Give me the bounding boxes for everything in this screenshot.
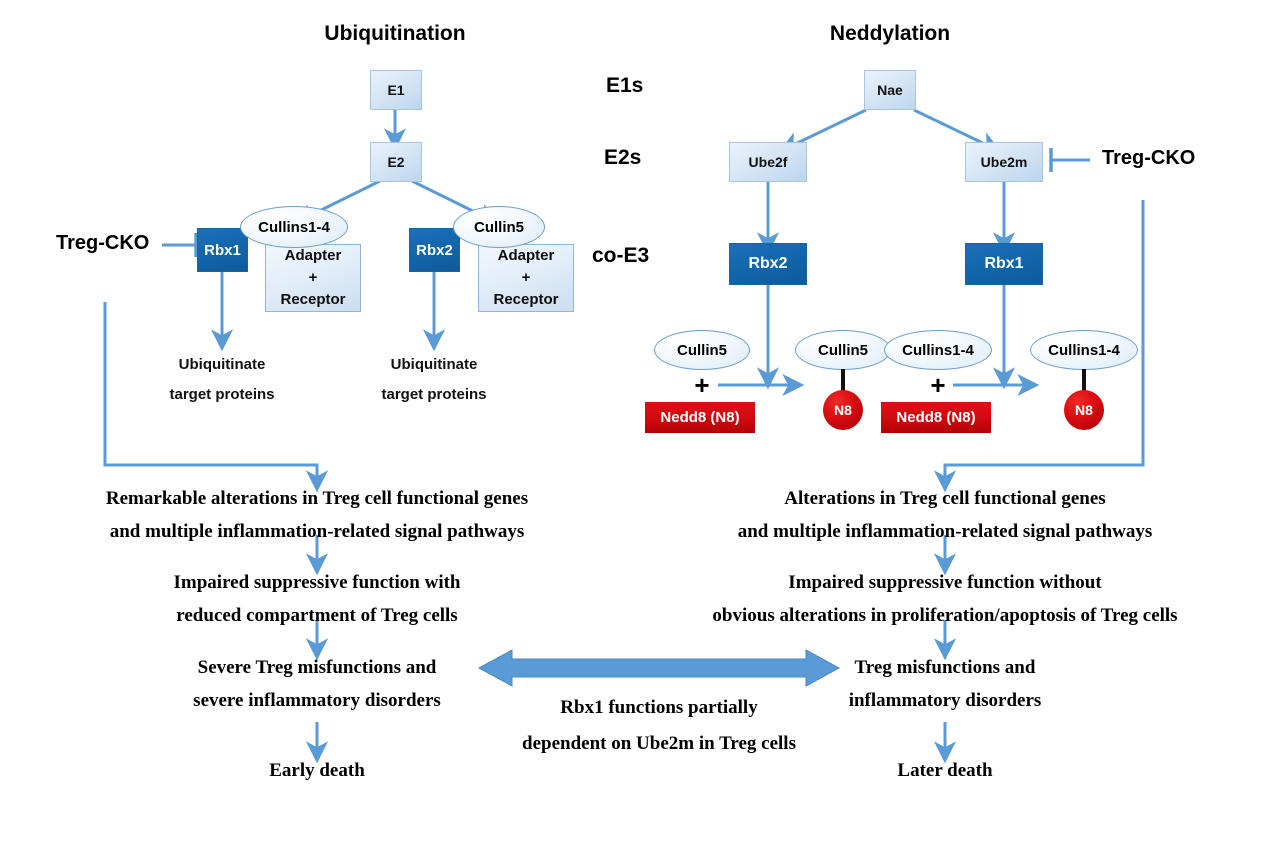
adapter-receptor-box-left[interactable]: Adapter + Receptor bbox=[265, 244, 361, 312]
node-rbx1-neddylation-label: Rbx1 bbox=[984, 255, 1024, 272]
ellipse-cullins1-4-ubiquitination[interactable]: Cullins1-4 bbox=[240, 206, 348, 248]
node-ube2m[interactable]: Ube2m bbox=[965, 142, 1043, 182]
outcome-right-step2: Impaired suppressive function without ob… bbox=[645, 566, 1245, 633]
center-link-caption-line1: Rbx1 functions partially bbox=[560, 697, 758, 718]
nedd8-box-left[interactable]: Nedd8 (N8) bbox=[645, 402, 755, 433]
n8-circle-left-label: N8 bbox=[834, 402, 852, 418]
outcome-right-step3-line1: Treg misfunctions and bbox=[854, 657, 1036, 678]
receptor-label-left: Receptor bbox=[280, 290, 346, 308]
receptor-label-right: Receptor bbox=[493, 290, 559, 308]
title-neddylation: Neddylation bbox=[829, 22, 951, 45]
node-e1-label: E1 bbox=[387, 82, 405, 98]
outcome-right-step1-line1: Alterations in Treg cell functional gene… bbox=[784, 488, 1106, 509]
adapter-label-right: Adapter bbox=[497, 247, 555, 265]
ellipse-cullins1-4-product[interactable]: Cullins1-4 bbox=[1030, 330, 1138, 370]
outcome-left-step1: Remarkable alterations in Treg cell func… bbox=[67, 482, 567, 549]
node-rbx2-label: Rbx2 bbox=[416, 241, 453, 259]
outcome-left-step1-line1: Remarkable alterations in Treg cell func… bbox=[105, 488, 529, 509]
ellipse-cullin5-ubiquitination[interactable]: Cullin5 bbox=[453, 206, 545, 248]
caption-ubiquitinate-right-line2: target proteins bbox=[381, 386, 487, 403]
caption-ubiquitinate-left-line1: Ubiquitinate bbox=[178, 356, 266, 373]
conjugation-stick-right bbox=[1082, 369, 1086, 394]
node-e1[interactable]: E1 bbox=[370, 70, 422, 110]
node-rbx1-ubiquitination[interactable]: Rbx1 bbox=[197, 228, 248, 272]
treg-cko-label-left: Treg-CKO bbox=[56, 232, 150, 254]
node-ube2f[interactable]: Ube2f bbox=[729, 142, 807, 182]
outcome-left-step2-line1: Impaired suppressive function with bbox=[173, 572, 461, 593]
outcome-left-step2-line2: reduced compartment of Treg cells bbox=[176, 605, 458, 627]
caption-ubiquitinate-right-line1: Ubiquitinate bbox=[390, 356, 478, 373]
node-nae[interactable]: Nae bbox=[864, 70, 916, 110]
node-ube2m-label: Ube2m bbox=[980, 154, 1028, 170]
center-link-caption: Rbx1 functions partially dependent on Ub… bbox=[459, 690, 859, 762]
ellipse-cullin5-substrate[interactable]: Cullin5 bbox=[654, 330, 750, 370]
adapter-receptor-box-right[interactable]: Adapter + Receptor bbox=[478, 244, 574, 312]
ellipse-cullins1-4-label: Cullins1-4 bbox=[258, 218, 330, 236]
outcome-right-step2-line2: obvious alterations in proliferation/apo… bbox=[712, 605, 1178, 627]
caption-ubiquitinate-right: Ubiquitinate target proteins bbox=[334, 350, 534, 410]
n8-circle-right-label: N8 bbox=[1075, 402, 1093, 418]
nedd8-box-right-label: Nedd8 (N8) bbox=[896, 409, 976, 426]
node-rbx2-ubiquitination[interactable]: Rbx2 bbox=[409, 228, 460, 272]
node-rbx1-neddylation[interactable]: Rbx1 bbox=[965, 243, 1043, 285]
outcome-right-step4: Later death bbox=[897, 760, 993, 781]
outcome-right-step1-line2: and multiple inflammation-related signal… bbox=[737, 521, 1153, 543]
nedd8-box-left-label: Nedd8 (N8) bbox=[660, 409, 740, 426]
outcome-left-step3-line2: severe inflammatory disorders bbox=[193, 690, 441, 712]
outcome-left-step2: Impaired suppressive function with reduc… bbox=[67, 566, 567, 633]
adapter-label-left: Adapter bbox=[284, 247, 342, 265]
ellipse-cullin5-product-label: Cullin5 bbox=[817, 341, 868, 359]
conjugation-stick-left bbox=[841, 369, 845, 394]
plus-sign-left: + bbox=[694, 370, 710, 400]
node-e2[interactable]: E2 bbox=[370, 142, 422, 182]
ellipse-cullins1-4-product-label: Cullins1-4 bbox=[1048, 341, 1120, 359]
outcome-left-step3-line1: Severe Treg misfunctions and bbox=[197, 657, 437, 678]
adapter-plus-right: + bbox=[521, 269, 531, 287]
outcome-right-step3: Treg misfunctions and inflammatory disor… bbox=[645, 651, 1245, 718]
caption-ubiquitinate-left: Ubiquitinate target proteins bbox=[122, 350, 322, 410]
outcome-left-step4: Early death bbox=[269, 760, 365, 781]
ellipse-cullins1-4-substrate[interactable]: Cullins1-4 bbox=[884, 330, 992, 370]
treg-cko-label-right: Treg-CKO bbox=[1102, 147, 1196, 169]
node-nae-label: Nae bbox=[877, 82, 903, 98]
n8-circle-left[interactable]: N8 bbox=[823, 390, 863, 430]
outcome-left-step1-line2: and multiple inflammation-related signal… bbox=[109, 521, 525, 543]
ellipse-cullin5-substrate-label: Cullin5 bbox=[676, 341, 727, 359]
adapter-plus-left: + bbox=[308, 269, 318, 287]
node-rbx1-label: Rbx1 bbox=[204, 241, 241, 259]
outcome-right-step3-line2: inflammatory disorders bbox=[848, 690, 1042, 712]
outcome-left-step3: Severe Treg misfunctions and severe infl… bbox=[67, 651, 567, 718]
title-ubiquitination: Ubiquitination bbox=[324, 22, 466, 45]
caption-ubiquitinate-left-line2: target proteins bbox=[169, 386, 275, 403]
stage-label-e1s: E1s bbox=[606, 74, 644, 97]
stage-label-e2s: E2s bbox=[604, 146, 642, 169]
plus-sign-right: + bbox=[930, 370, 946, 400]
ellipse-cullin5-label: Cullin5 bbox=[473, 218, 524, 236]
node-rbx2-neddylation-label: Rbx2 bbox=[748, 255, 788, 272]
node-ube2f-label: Ube2f bbox=[748, 154, 788, 170]
stage-label-co-e3: co-E3 bbox=[592, 244, 650, 267]
node-e2-label: E2 bbox=[387, 154, 405, 170]
n8-circle-right[interactable]: N8 bbox=[1064, 390, 1104, 430]
outcome-right-step1: Alterations in Treg cell functional gene… bbox=[645, 482, 1245, 549]
ellipse-cullins1-4-substrate-label: Cullins1-4 bbox=[902, 341, 974, 359]
nedd8-box-right[interactable]: Nedd8 (N8) bbox=[881, 402, 991, 433]
outcome-right-step2-line1: Impaired suppressive function without bbox=[788, 572, 1102, 593]
center-link-caption-line2: dependent on Ube2m in Treg cells bbox=[522, 733, 796, 755]
node-rbx2-neddylation[interactable]: Rbx2 bbox=[729, 243, 807, 285]
ellipse-cullin5-product[interactable]: Cullin5 bbox=[795, 330, 891, 370]
